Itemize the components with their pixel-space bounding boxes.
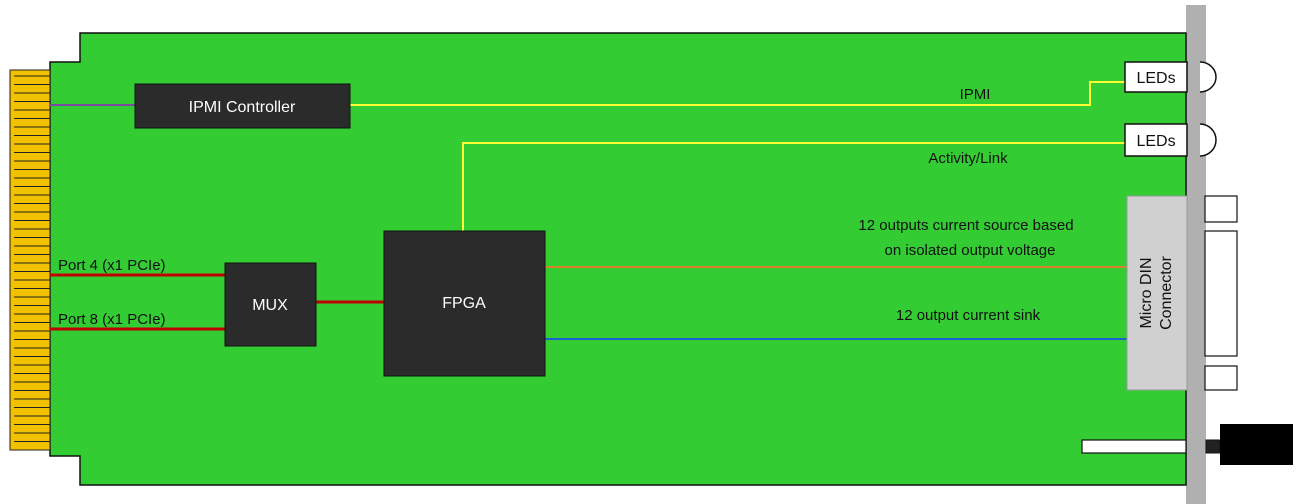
ipmi-signal-label: IPMI bbox=[960, 86, 991, 103]
mux-chip: MUX bbox=[224, 262, 317, 347]
ipmi-led-trace bbox=[350, 81, 1125, 106]
fpga-chip: FPGA bbox=[383, 230, 546, 377]
ejector-handle bbox=[1081, 424, 1293, 465]
port4-label: Port 4 (x1 PCIe) bbox=[58, 257, 166, 274]
circuit-board bbox=[49, 32, 1187, 486]
connector-label-line1: Micro DIN bbox=[1138, 257, 1155, 328]
current-source-label-line1: 12 outputs current source based bbox=[858, 217, 1073, 234]
fpga-label: FPGA bbox=[442, 295, 486, 312]
activity-led-trace bbox=[462, 142, 1125, 232]
current-source-label-line2: on isolated output voltage bbox=[885, 242, 1056, 259]
connector-label-line2: Connector bbox=[1158, 255, 1175, 329]
micro-din-connector: Micro DIN Connector bbox=[1126, 195, 1238, 391]
current-sink-label: 12 output current sink bbox=[896, 307, 1041, 324]
led-middle: LEDs bbox=[1124, 123, 1217, 157]
ipmi-controller-chip: IPMI Controller bbox=[134, 83, 351, 129]
port8-label: Port 8 (x1 PCIe) bbox=[58, 311, 166, 328]
edge-connector bbox=[9, 69, 51, 451]
activity-link-label: Activity/Link bbox=[928, 150, 1008, 167]
mux-label: MUX bbox=[252, 297, 288, 314]
ipmi-controller-label: IPMI Controller bbox=[189, 99, 296, 116]
led-top: LEDs bbox=[1124, 61, 1217, 93]
led-top-label: LEDs bbox=[1136, 70, 1175, 87]
led-middle-label: LEDs bbox=[1136, 133, 1175, 150]
